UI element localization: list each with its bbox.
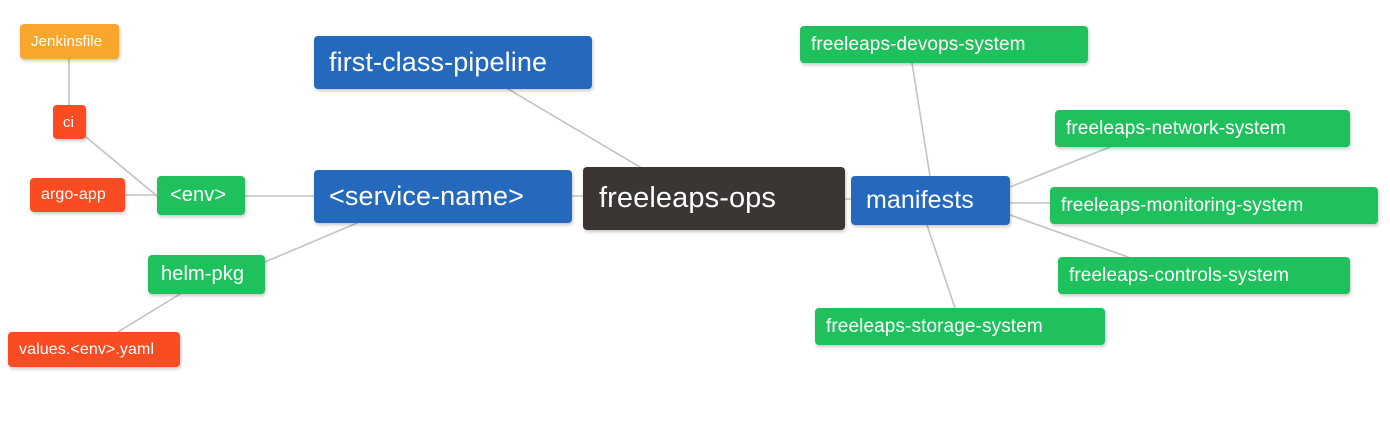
node-label-freeleaps-controls-system: freeleaps-controls-system	[1069, 264, 1290, 286]
node-label-env: <env>	[170, 184, 227, 206]
node-env[interactable]: <env>	[157, 176, 245, 215]
edge-first-class-pipeline-to-freeleaps-ops	[507, 88, 641, 168]
node-label-values-yaml: values.<env>.yaml	[19, 340, 155, 358]
node-manifests[interactable]: manifests	[851, 176, 1010, 225]
node-label-freeleaps-ops: freeleaps-ops	[599, 182, 777, 214]
node-label-ci: ci	[63, 113, 75, 131]
node-ci[interactable]: ci	[53, 105, 86, 139]
node-label-freeleaps-storage-system: freeleaps-storage-system	[826, 315, 1043, 337]
node-label-helm-pkg: helm-pkg	[161, 263, 245, 285]
node-label-manifests: manifests	[866, 186, 974, 214]
node-freeleaps-ops[interactable]: freeleaps-ops	[583, 167, 845, 230]
edge-service-name-to-helm-pkg	[264, 222, 358, 263]
node-label-first-class-pipeline: first-class-pipeline	[329, 47, 548, 77]
node-service-name[interactable]: <service-name>	[314, 170, 572, 223]
node-values-yaml[interactable]: values.<env>.yaml	[8, 332, 180, 367]
edge-manifests-to-freeleaps-storage-system	[926, 224, 956, 309]
node-freeleaps-storage-system[interactable]: freeleaps-storage-system	[815, 308, 1105, 345]
node-label-service-name: <service-name>	[329, 181, 524, 211]
node-jenkinsfile[interactable]: Jenkinsfile	[20, 24, 119, 59]
node-label-jenkinsfile: Jenkinsfile	[31, 33, 103, 50]
node-freeleaps-devops-system[interactable]: freeleaps-devops-system	[800, 26, 1088, 63]
node-freeleaps-network-system[interactable]: freeleaps-network-system	[1055, 110, 1350, 147]
node-freeleaps-monitoring-system[interactable]: freeleaps-monitoring-system	[1050, 187, 1378, 224]
edge-manifests-to-freeleaps-network-system	[1009, 146, 1111, 188]
node-label-freeleaps-network-system: freeleaps-network-system	[1066, 117, 1286, 139]
node-helm-pkg[interactable]: helm-pkg	[148, 255, 265, 294]
node-label-freeleaps-monitoring-system: freeleaps-monitoring-system	[1061, 194, 1304, 216]
node-label-argo-app: argo-app	[41, 186, 106, 203]
node-first-class-pipeline[interactable]: first-class-pipeline	[314, 36, 592, 89]
node-argo-app[interactable]: argo-app	[30, 178, 125, 212]
node-label-freeleaps-devops-system: freeleaps-devops-system	[811, 33, 1026, 55]
node-freeleaps-controls-system[interactable]: freeleaps-controls-system	[1058, 257, 1350, 294]
edge-manifests-to-freeleaps-devops-system	[911, 62, 931, 177]
edge-helm-pkg-to-values-yaml	[117, 293, 181, 333]
